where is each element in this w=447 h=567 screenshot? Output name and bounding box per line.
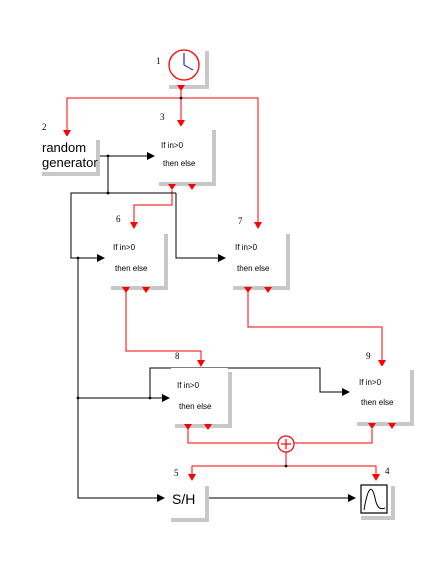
block-number: 8 — [175, 351, 180, 361]
event-link-if8-sum[interactable] — [187, 429, 278, 444]
block-number: 7 — [238, 216, 243, 226]
block-number: 6 — [116, 214, 121, 224]
split-point — [179, 96, 183, 100]
block-label: If in>0 — [161, 141, 184, 150]
arrowhead — [97, 254, 105, 262]
block-label: then else — [115, 264, 148, 273]
then-port — [244, 287, 252, 293]
sample-hold-block[interactable]: S/H 5 — [167, 468, 209, 522]
block-body — [171, 368, 228, 424]
event-link-if6-if8[interactable] — [125, 292, 202, 365]
block-body — [353, 366, 410, 422]
then-port — [368, 423, 376, 429]
block-label: then else — [361, 398, 394, 407]
arrowhead — [162, 394, 170, 402]
split-point — [76, 256, 80, 260]
if-then-else-block-3[interactable]: If in>0 then else 3 — [155, 112, 216, 190]
block-body — [38, 136, 96, 172]
then-port — [168, 184, 176, 190]
if-then-else-block-9[interactable]: If in>0 then else 9 — [353, 351, 414, 429]
arrowhead — [197, 360, 205, 367]
if-then-else-block-6[interactable]: If in>0 then else 6 — [107, 214, 168, 293]
else-port — [142, 287, 150, 293]
block-label: If in>0 — [235, 243, 258, 252]
arrowhead — [147, 152, 155, 160]
block-label: random — [42, 140, 86, 155]
event-link-if7-if9[interactable] — [247, 292, 383, 365]
event-link-sum-sh[interactable] — [191, 465, 286, 478]
link-to-if9[interactable] — [149, 367, 342, 398]
link-bus-down[interactable] — [77, 258, 157, 499]
clock-icon — [168, 49, 200, 81]
event-link-clock-random[interactable] — [66, 97, 181, 132]
regular-arrowheads — [97, 152, 356, 502]
split-points — [76, 96, 288, 468]
arrowhead — [378, 360, 386, 367]
split-point — [148, 396, 152, 400]
else-port — [388, 423, 396, 429]
split-point — [106, 191, 110, 195]
arrowhead — [157, 494, 165, 502]
event-link-sum-scope[interactable] — [286, 465, 377, 478]
clock-block[interactable]: 1 — [156, 47, 209, 91]
else-port — [204, 424, 212, 430]
event-link-if9-sum[interactable] — [294, 429, 373, 444]
block-label: If in>0 — [359, 378, 382, 387]
split-point — [284, 464, 288, 468]
else-port — [264, 287, 272, 293]
arrowhead — [188, 474, 196, 481]
block-number: 3 — [160, 112, 165, 122]
scope-icon — [360, 484, 388, 514]
else-port — [188, 184, 196, 190]
arrowhead — [218, 254, 226, 262]
block-body — [229, 230, 286, 286]
link-if3-if7[interactable] — [175, 193, 218, 259]
event-link-if3-if6[interactable] — [133, 190, 173, 226]
block-number: 4 — [385, 466, 390, 476]
event-sum-block[interactable] — [277, 435, 295, 453]
block-label: then else — [237, 264, 270, 273]
block-label: generator — [42, 155, 98, 170]
block-label: S/H — [172, 491, 195, 507]
arrowhead — [372, 474, 380, 481]
block-body — [167, 482, 205, 518]
if-then-else-block-8[interactable]: If in>0 then else 8 — [171, 351, 232, 430]
block-label: If in>0 — [113, 243, 136, 252]
block-number: 9 — [366, 351, 371, 361]
event-out-port — [177, 85, 185, 91]
arrowhead — [342, 388, 350, 396]
block-body — [107, 230, 164, 286]
then-port — [122, 287, 130, 293]
block-body — [357, 482, 391, 516]
random-generator-block[interactable]: random generator 2 — [38, 122, 100, 176]
arrowhead — [348, 494, 356, 502]
block-number: 2 — [42, 122, 47, 132]
arrowhead — [63, 130, 71, 137]
event-arrowheads — [63, 120, 386, 481]
block-body — [155, 126, 212, 182]
if-then-else-block-7[interactable]: If in>0 then else 7 — [229, 216, 290, 293]
block-number: 1 — [156, 56, 161, 66]
block-label: then else — [163, 159, 196, 168]
event-link-clock-if7[interactable] — [181, 97, 259, 228]
split-point — [106, 154, 110, 158]
link-bus-left[interactable] — [70, 192, 176, 259]
block-label: then else — [179, 402, 212, 411]
split-point — [76, 396, 80, 400]
scope-block[interactable]: 4 — [357, 466, 395, 520]
arrowhead — [177, 120, 185, 127]
arrowhead — [130, 222, 138, 229]
block-number: 5 — [174, 468, 179, 478]
then-port — [184, 424, 192, 430]
arrowhead — [254, 222, 262, 229]
regular-links — [70, 155, 348, 499]
block-label: If in>0 — [177, 381, 200, 390]
event-links — [66, 85, 383, 478]
